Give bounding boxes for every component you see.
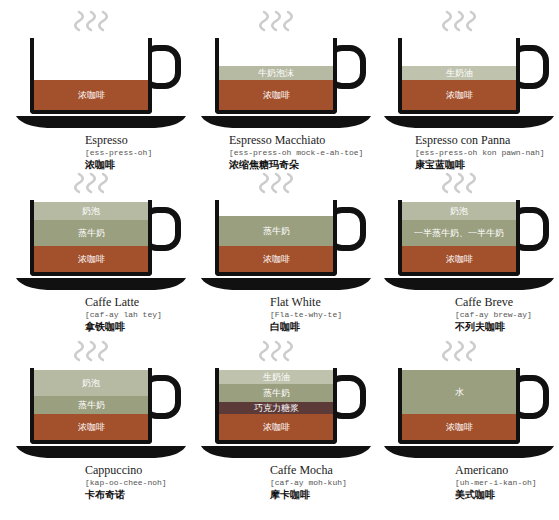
drink-caption: Espresso con Panna[ess-press-oh kon pawn… — [415, 134, 545, 171]
drink-name: Caffe Mocha — [270, 464, 347, 477]
ingredient-layer: 奶泡 — [402, 202, 516, 220]
chinese-name: 卡布奇诺 — [85, 488, 167, 501]
ingredient-layer: 蒸牛奶 — [34, 396, 148, 414]
pronunciation: [caf-ay brew-ay] — [455, 309, 532, 320]
drink-name: Americano — [455, 464, 537, 477]
cup-art — [201, 342, 371, 458]
drink-caption: Flat White[Fla-te-why-te]白咖啡 — [270, 296, 342, 333]
coffee-cup: 奶泡一半蒸牛奶、一半牛奶浓咖啡Caffe Breve[caf-ay brew-a… — [398, 200, 520, 276]
cup-art — [16, 174, 186, 290]
drink-caption: Caffe Breve[caf-ay brew-ay]不列夫咖啡 — [455, 296, 532, 333]
ingredient-layer: 蒸牛奶 — [219, 384, 333, 402]
ingredient-layer: 浓咖啡 — [402, 414, 516, 440]
ingredient-label: 浓咖啡 — [446, 423, 473, 432]
coffee-cup: 奶泡蒸牛奶浓咖啡Caffe Latte[caf-ay lah tey]拿铁咖啡 — [30, 200, 152, 276]
ingredient-label: 浓咖啡 — [446, 91, 473, 100]
ingredient-label: 生奶油 — [446, 69, 473, 78]
drink-name: Espresso Macchiato — [229, 134, 363, 147]
ingredient-label: 浓咖啡 — [263, 423, 290, 432]
ingredient-layer: 浓咖啡 — [219, 80, 333, 110]
pronunciation: [ess-press-oh] — [85, 147, 152, 158]
ingredient-layer: 浓咖啡 — [34, 80, 148, 110]
ingredient-label: 奶泡 — [82, 379, 100, 388]
ingredient-layer: 牛奶泡沫 — [219, 66, 333, 80]
pronunciation: [kap-oo-chee-noh] — [85, 477, 167, 488]
pronunciation: [Fla-te-why-te] — [270, 309, 342, 320]
cup-art — [384, 12, 554, 128]
drink-name: Caffe Breve — [455, 296, 532, 309]
ingredient-label: 蒸牛奶 — [78, 401, 105, 410]
pronunciation: [caf-ay lah tey] — [85, 309, 162, 320]
ingredient-layer: 浓咖啡 — [34, 246, 148, 272]
drink-caption: Caffe Mocha[caf-ay moh-kuh]摩卡咖啡 — [270, 464, 347, 501]
ingredient-layer: 生奶油 — [402, 66, 516, 80]
chinese-name: 康宝蓝咖啡 — [415, 158, 545, 171]
ingredient-label: 牛奶泡沫 — [258, 69, 294, 78]
pronunciation: [ess-press-oh mock-e-ah-toe] — [229, 147, 363, 158]
ingredient-label: 浓咖啡 — [263, 255, 290, 264]
coffee-cup: 水浓咖啡Americano[uh-mer-i-kan-oh]美式咖啡 — [398, 368, 520, 444]
drink-caption: Caffe Latte[caf-ay lah tey]拿铁咖啡 — [85, 296, 162, 333]
pronunciation: [uh-mer-i-kan-oh] — [455, 477, 537, 488]
ingredient-layer: 蒸牛奶 — [219, 216, 333, 246]
ingredient-layer: 奶泡 — [34, 202, 148, 220]
coffee-cup: 生奶油浓咖啡Espresso con Panna[ess-press-oh ko… — [398, 38, 520, 114]
drink-caption: Espresso Macchiato[ess-press-oh mock-e-a… — [229, 134, 363, 171]
ingredient-label: 浓咖啡 — [263, 91, 290, 100]
coffee-cup: 浓咖啡Espresso[ess-press-oh]浓咖啡 — [30, 38, 152, 114]
ingredient-layer: 浓咖啡 — [219, 246, 333, 272]
coffee-cup: 蒸牛奶浓咖啡Flat White[Fla-te-why-te]白咖啡 — [215, 200, 337, 276]
drink-caption: Espresso[ess-press-oh]浓咖啡 — [85, 134, 152, 171]
ingredient-layer: 浓咖啡 — [402, 80, 516, 110]
drink-name: Flat White — [270, 296, 342, 309]
ingredient-layer: 浓咖啡 — [219, 414, 333, 440]
drink-name: Caffe Latte — [85, 296, 162, 309]
coffee-cup: 生奶油蒸牛奶巧克力糖浆浓咖啡Caffe Mocha[caf-ay moh-kuh… — [215, 368, 337, 444]
ingredient-label: 奶泡 — [82, 207, 100, 216]
ingredient-label: 奶泡 — [450, 207, 468, 216]
cup-art — [384, 174, 554, 290]
ingredient-layer: 巧克力糖浆 — [219, 402, 333, 414]
ingredient-label: 生奶油 — [263, 373, 290, 382]
ingredient-label: 浓咖啡 — [78, 255, 105, 264]
chinese-name: 浓缩焦糖玛奇朵 — [229, 158, 363, 171]
ingredient-label: 浓咖啡 — [78, 91, 105, 100]
chinese-name: 摩卡咖啡 — [270, 488, 347, 501]
ingredient-layer: 一半蒸牛奶、一半牛奶 — [402, 220, 516, 246]
drink-caption: Cappuccino[kap-oo-chee-noh]卡布奇诺 — [85, 464, 167, 501]
ingredient-layer: 奶泡 — [34, 370, 148, 396]
chinese-name: 不列夫咖啡 — [455, 320, 532, 333]
drink-name: Cappuccino — [85, 464, 167, 477]
ingredient-label: 浓咖啡 — [78, 423, 105, 432]
ingredient-label: 蒸牛奶 — [78, 229, 105, 238]
pronunciation: [caf-ay moh-kuh] — [270, 477, 347, 488]
ingredient-label: 蒸牛奶 — [263, 227, 290, 236]
chinese-name: 拿铁咖啡 — [85, 320, 162, 333]
ingredient-label: 水 — [455, 388, 464, 397]
coffee-cup: 牛奶泡沫浓咖啡Espresso Macchiato[ess-press-oh m… — [215, 38, 337, 114]
ingredient-layer: 浓咖啡 — [402, 246, 516, 272]
cup-art — [16, 342, 186, 458]
chinese-name: 浓咖啡 — [85, 158, 152, 171]
cup-art — [201, 174, 371, 290]
pronunciation: [ess-press-oh kon pawn-nah] — [415, 147, 545, 158]
drink-name: Espresso con Panna — [415, 134, 545, 147]
ingredient-layer: 水 — [402, 370, 516, 414]
drink-caption: Americano[uh-mer-i-kan-oh]美式咖啡 — [455, 464, 537, 501]
coffee-cup: 奶泡蒸牛奶浓咖啡Cappuccino[kap-oo-chee-noh]卡布奇诺 — [30, 368, 152, 444]
cup-art — [384, 342, 554, 458]
ingredient-layer: 蒸牛奶 — [34, 220, 148, 246]
ingredient-layer: 生奶油 — [219, 370, 333, 384]
chinese-name: 美式咖啡 — [455, 488, 537, 501]
ingredient-layer: 浓咖啡 — [34, 414, 148, 440]
cup-art — [16, 12, 186, 128]
drink-name: Espresso — [85, 134, 152, 147]
chinese-name: 白咖啡 — [270, 320, 342, 333]
ingredient-label: 一半蒸牛奶、一半牛奶 — [414, 229, 504, 238]
ingredient-label: 浓咖啡 — [446, 255, 473, 264]
ingredient-label: 巧克力糖浆 — [254, 404, 299, 413]
cup-art — [201, 12, 371, 128]
ingredient-label: 蒸牛奶 — [263, 389, 290, 398]
